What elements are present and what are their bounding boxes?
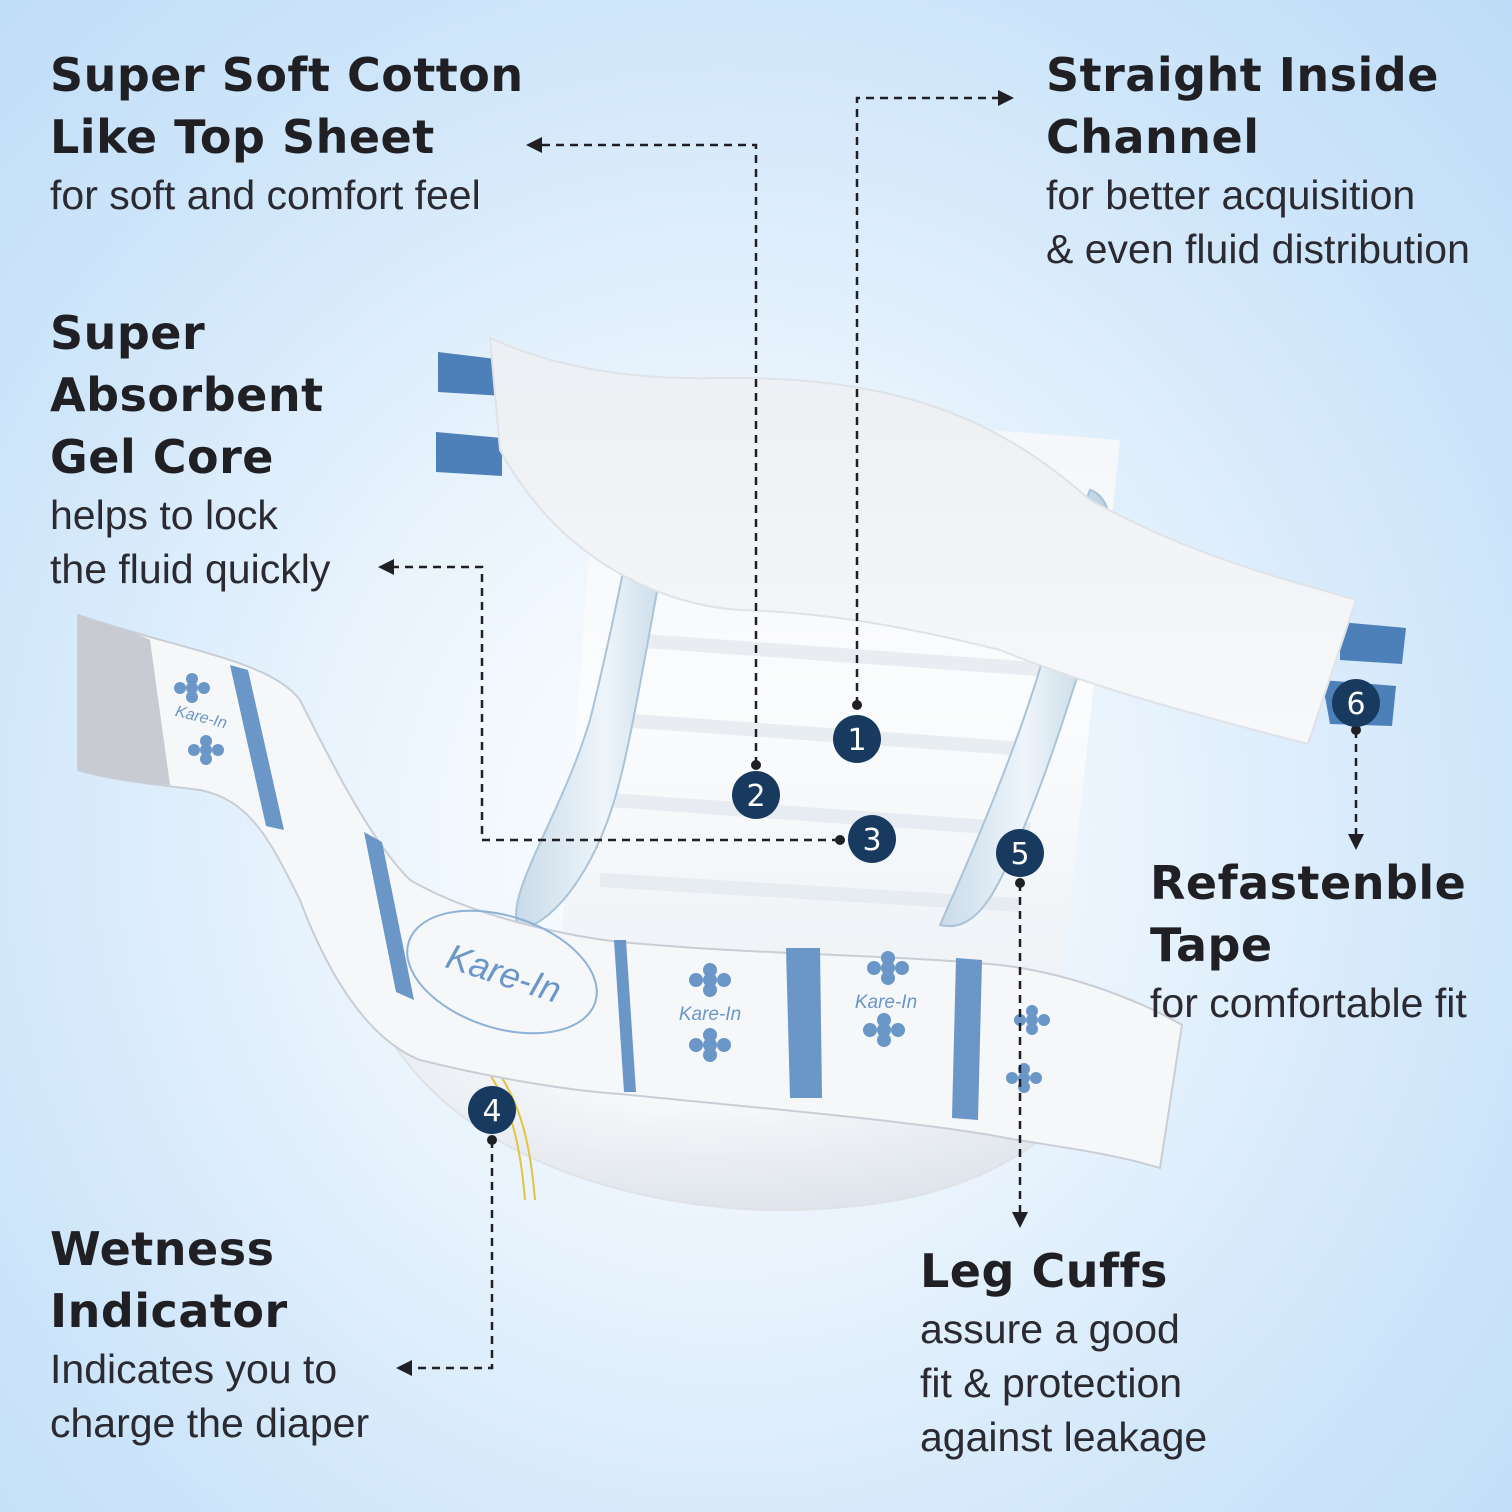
leg-cuffs-sub-1: assure a good (920, 1306, 1180, 1352)
channel-sub-1: for better acquisition (1046, 172, 1416, 218)
marker-5-label: 5 (1010, 837, 1029, 872)
wetness-title-2: Indicator (50, 1284, 288, 1338)
gel-core-sub-2: the fluid quickly (50, 546, 331, 592)
arrowheads (378, 90, 1364, 1376)
gel-core-title-1: Super (50, 306, 206, 360)
marker-1-label: 1 (847, 723, 866, 758)
leg-cuffs-sub-2: fit & protection (920, 1360, 1183, 1406)
marker-2-label: 2 (746, 779, 765, 814)
gel-core-title-2: Absorbent (50, 368, 324, 422)
leader-2 (540, 143, 758, 765)
channel-title-2: Channel (1046, 110, 1260, 164)
top-sheet-title-1: Super Soft Cotton (50, 48, 524, 102)
tape-sub-1: for comfortable fit (1150, 980, 1467, 1026)
front-waist-band (77, 613, 1184, 1170)
wetness-sub-2: charge the diaper (50, 1400, 370, 1446)
callout-top-sheet: Super Soft Cotton Like Top Sheet for sof… (50, 44, 524, 222)
marker-6-label: 6 (1346, 687, 1365, 722)
top-sheet-sub-1: for soft and comfort feel (50, 172, 481, 218)
marker-1: 1 (833, 715, 881, 763)
channel-sub-2: & even fluid distribution (1046, 226, 1470, 272)
callout-channel: Straight Inside Channel for better acqui… (1046, 44, 1470, 276)
tape-title-1: Refastenble (1150, 856, 1467, 910)
marker-3: 3 (848, 815, 896, 863)
callout-wetness: Wetness Indicator Indicates you to charg… (50, 1218, 369, 1450)
brand-oval (406, 909, 598, 1035)
leg-cuffs-sub-3: against leakage (920, 1414, 1208, 1460)
marker-2: 2 (732, 771, 780, 819)
gel-core-title-3: Gel Core (50, 430, 274, 484)
tape-left-bottom (436, 432, 502, 476)
marker-6: 6 (1332, 679, 1380, 727)
wetness-title-1: Wetness (50, 1222, 275, 1276)
marker-4-label: 4 (482, 1094, 501, 1129)
brand-text-center: Kare-In (679, 1004, 741, 1025)
channel-title-1: Straight Inside (1046, 48, 1439, 102)
callout-gel-core: Super Absorbent Gel Core helps to lock t… (50, 302, 330, 596)
tape-title-2: Tape (1150, 918, 1273, 972)
gel-core-sub-1: helps to lock (50, 492, 278, 538)
leader-lines (392, 96, 1358, 1370)
back-waist-panel (488, 336, 1358, 746)
top-sheet-title-2: Like Top Sheet (50, 110, 435, 164)
band-stripes (230, 665, 982, 1120)
tape-right-top (1340, 622, 1406, 664)
callout-leg-cuffs: Leg Cuffs assure a good fit & protection… (920, 1240, 1207, 1464)
wetness-sub-1: Indicates you to (50, 1346, 338, 1392)
leader-1 (855, 96, 1000, 705)
band-left-end (78, 615, 170, 785)
marker-3-label: 3 (862, 823, 881, 858)
leg-cuffs-title-1: Leg Cuffs (920, 1244, 1168, 1298)
marker-5: 5 (996, 829, 1044, 877)
tape-left-top (438, 352, 504, 396)
leader-4 (410, 1140, 494, 1370)
brand-text-right: Kare-In (855, 992, 917, 1013)
callout-tape: Refastenble Tape for comfortable fit (1150, 852, 1467, 1030)
leader-3 (392, 565, 840, 842)
marker-4: 4 (468, 1086, 516, 1134)
flower-motifs (174, 673, 1050, 1093)
anchor-dots (487, 700, 1361, 1145)
